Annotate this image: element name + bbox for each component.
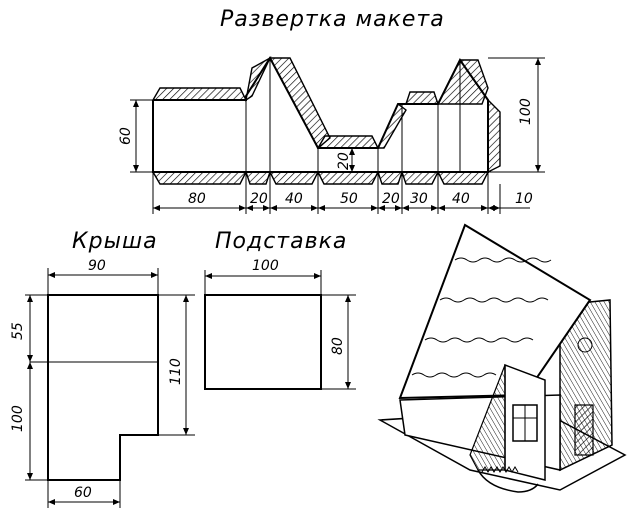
- roof-tile-row-4: [411, 372, 497, 378]
- roof-outline: [47, 294, 159, 481]
- dim-100-right: 100: [518, 98, 534, 125]
- net-title: Развертка макета: [220, 7, 445, 32]
- tab-small-top: [405, 91, 439, 105]
- steps-fence: [481, 466, 519, 473]
- tab-mid-top: [316, 135, 380, 149]
- roof-dim-55: 55: [10, 322, 26, 340]
- dim-80: 80: [188, 191, 206, 207]
- tab-bottom-4: [316, 171, 380, 185]
- roof-tile-row-1: [454, 257, 552, 263]
- dim-30: 30: [410, 191, 428, 207]
- base-drawing: 100 80: [204, 258, 356, 390]
- dim-20b: 20: [382, 191, 400, 207]
- tab-bottom-7: [436, 171, 490, 185]
- porch-steps: [477, 469, 539, 493]
- tab-bottom-6: [401, 171, 440, 185]
- roof-tile-row-2: [439, 297, 549, 303]
- net-drawing: 80 20 40 50 20 30 40 10 60 100 20: [118, 56, 545, 214]
- side-door: [574, 404, 594, 456]
- base-outline: [204, 294, 322, 390]
- dim-10: 10: [515, 191, 533, 207]
- house-illustration: [377, 223, 627, 493]
- dim-60-left: 60: [118, 127, 134, 145]
- roof-dim-90: 90: [88, 258, 106, 274]
- dim-40b: 40: [452, 191, 470, 207]
- dim-20-inner: 20: [336, 152, 352, 170]
- tab-bottom-5: [377, 171, 403, 185]
- dim-40a: 40: [285, 191, 303, 207]
- roof-dim-100: 100: [10, 405, 26, 432]
- roof-tile-row-3: [424, 337, 534, 343]
- dim-50: 50: [340, 191, 358, 207]
- tab-gable-right: [436, 59, 489, 105]
- tab-top-left: [151, 87, 248, 101]
- base-dim-100: 100: [252, 258, 279, 274]
- tab-right-side: [487, 98, 501, 174]
- tab-bottom-2: [245, 171, 271, 185]
- dim-20a: 20: [250, 191, 268, 207]
- roof-title: Крыша: [72, 229, 158, 254]
- roof-drawing: 90 55 100 110 60: [10, 258, 195, 508]
- base-dim-80: 80: [330, 337, 346, 355]
- tab-bottom-1: [151, 171, 248, 185]
- roof-dim-60: 60: [74, 485, 92, 501]
- base-title: Подставка: [215, 229, 347, 254]
- tab-bottom-3: [268, 171, 320, 185]
- attic-window: [577, 337, 593, 353]
- tab-gable-slope: [268, 57, 331, 150]
- roof-dim-110: 110: [168, 358, 184, 385]
